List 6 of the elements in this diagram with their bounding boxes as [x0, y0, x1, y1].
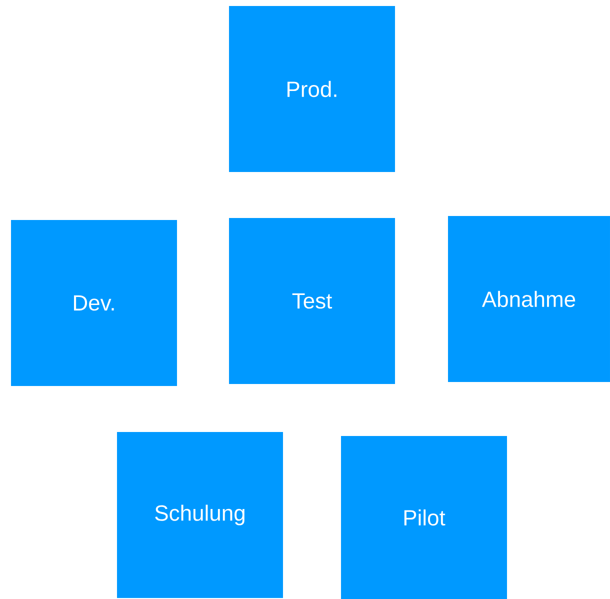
- process-box: Abnahme: [448, 216, 610, 382]
- process-box: Prod.: [229, 6, 395, 172]
- process-box: Pilot: [341, 436, 507, 599]
- process-box: Dev.: [11, 220, 177, 386]
- process-box: Test: [229, 218, 395, 384]
- process-box: Schulung: [117, 432, 283, 598]
